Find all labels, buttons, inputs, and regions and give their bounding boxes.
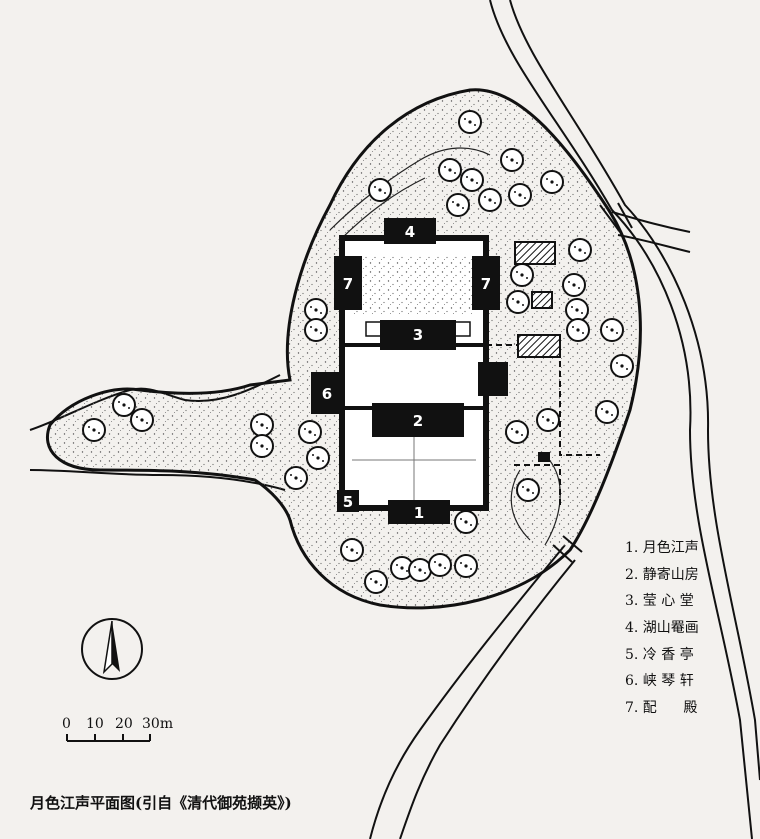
building-hall-3: 3 bbox=[380, 320, 456, 350]
figure-caption: 月色江声平面图(引自《清代御苑撷英》) bbox=[30, 794, 292, 812]
building-service-1 bbox=[514, 241, 556, 265]
legend: 1. 月色江声 2. 静寄山房 3. 莹 心 堂 4. 湖山罨画 5. 冷 香 … bbox=[625, 535, 699, 722]
hall-label-7-east: 7 bbox=[481, 275, 491, 293]
north-arrow-icon bbox=[81, 618, 143, 680]
building-kiosk bbox=[538, 452, 550, 462]
building-hall-6: 6 bbox=[311, 372, 343, 414]
building-hall-4: 4 bbox=[384, 218, 436, 244]
hall-label-4: 4 bbox=[405, 223, 415, 241]
scale-tick-30m: 30m bbox=[142, 716, 174, 732]
legend-item: 6. 峡 琴 轩 bbox=[625, 673, 694, 690]
bridge-north-east bbox=[599, 202, 633, 233]
bridge-south-east bbox=[552, 535, 583, 563]
building-hall-7-east: 7 bbox=[472, 256, 500, 310]
legend-item: 4. 湖山罨画 bbox=[625, 620, 699, 637]
scale-tick-0: 0 bbox=[62, 716, 71, 732]
building-service-2 bbox=[531, 291, 553, 309]
legend-item: 3. 莹 心 堂 bbox=[625, 593, 694, 610]
hall-label-6: 6 bbox=[322, 385, 332, 403]
building-hall-1: 1 bbox=[388, 500, 450, 524]
building-hall-2: 2 bbox=[372, 403, 464, 437]
hall-label-3: 3 bbox=[413, 326, 423, 344]
hall-label-1: 1 bbox=[414, 504, 424, 522]
hall-label-2: 2 bbox=[413, 412, 423, 430]
hall-label-5: 5 bbox=[343, 493, 353, 511]
legend-item: 2. 静寄山房 bbox=[625, 566, 699, 583]
building-hall-5: 5 bbox=[337, 490, 359, 512]
hall-label-7-west: 7 bbox=[343, 275, 353, 293]
legend-item: 7. 配 殿 bbox=[625, 700, 698, 717]
legend-item: 5. 冷 香 亭 bbox=[625, 646, 694, 663]
building-service-3 bbox=[517, 334, 561, 358]
scale-tick-10: 10 bbox=[86, 716, 104, 732]
scale-bar bbox=[66, 734, 151, 742]
building-east-pavilion bbox=[478, 362, 508, 396]
building-hall-7-west: 7 bbox=[334, 256, 362, 310]
scale-tick-20: 20 bbox=[115, 716, 133, 732]
legend-item: 1. 月色江声 bbox=[625, 540, 699, 556]
